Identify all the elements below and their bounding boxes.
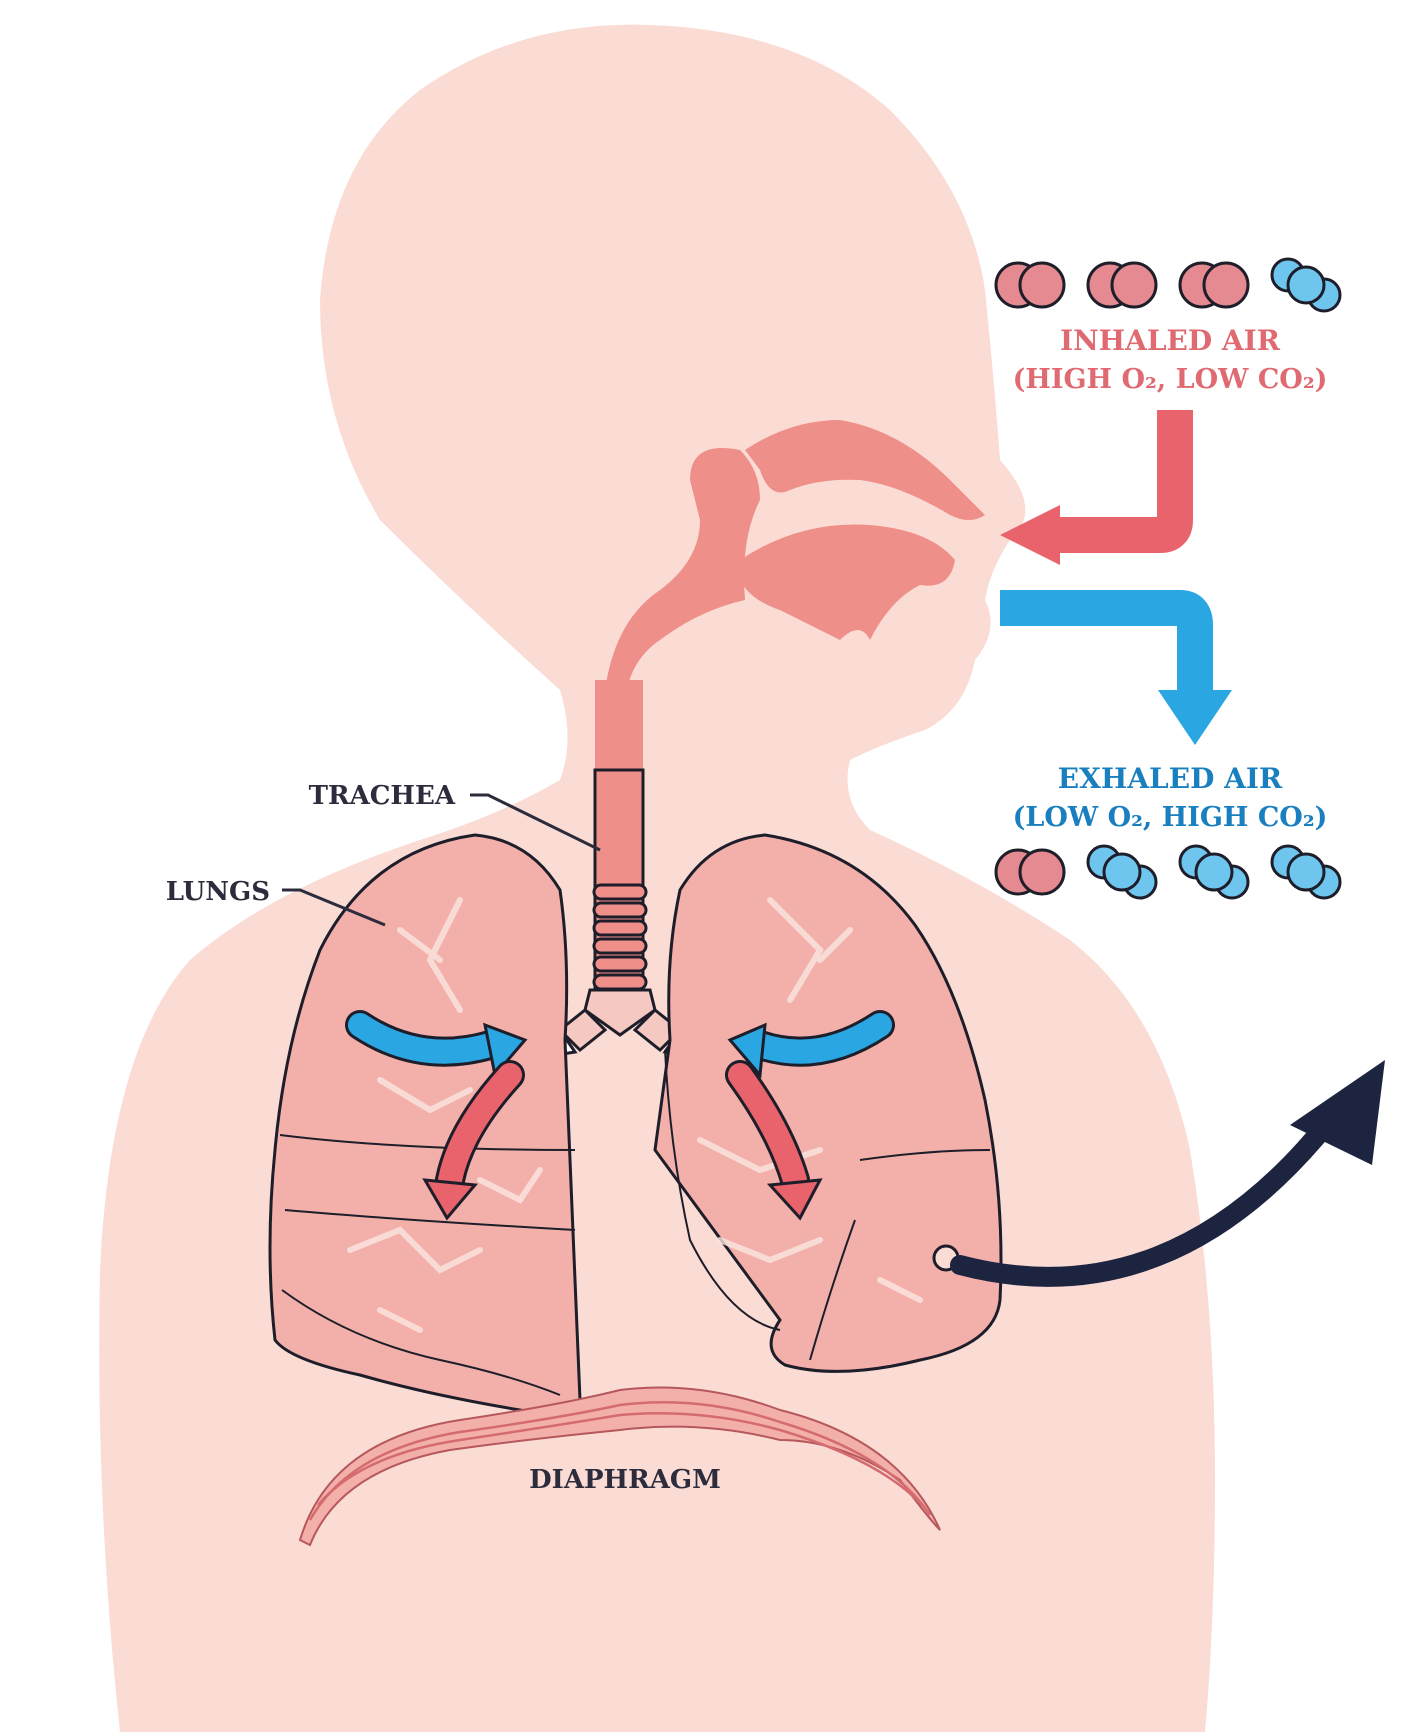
carbon-dioxide-molecule-icon — [1088, 846, 1156, 898]
exhale-air-arrow — [1000, 608, 1232, 745]
oxygen-molecule-icon — [996, 263, 1064, 307]
carbon-dioxide-molecule-icon — [1272, 259, 1340, 311]
oxygen-molecule-icon — [1180, 263, 1248, 307]
inhaled-air-subtitle: (HIGH O₂, LOW CO₂) — [1013, 364, 1328, 395]
carbon-dioxide-molecule-icon — [1180, 846, 1248, 898]
diaphragm-label: DIAPHRAGM — [529, 1465, 721, 1495]
trachea-label: TRACHEA — [309, 781, 456, 811]
oxygen-molecule-icon — [1088, 263, 1156, 307]
carbon-dioxide-molecule-icon — [1272, 846, 1340, 898]
inhaled-molecules — [996, 259, 1340, 311]
exhaled-air-subtitle: (LOW O₂, HIGH CO₂) — [1013, 802, 1328, 833]
oxygen-molecule-icon — [996, 850, 1064, 894]
exhaled-molecules — [996, 846, 1340, 898]
inhaled-air-title: INHALED AIR — [1060, 324, 1281, 357]
exhaled-air-title: EXHALED AIR — [1058, 762, 1283, 795]
inhale-air-arrow — [1000, 410, 1175, 565]
lungs-label: LUNGS — [166, 877, 270, 907]
